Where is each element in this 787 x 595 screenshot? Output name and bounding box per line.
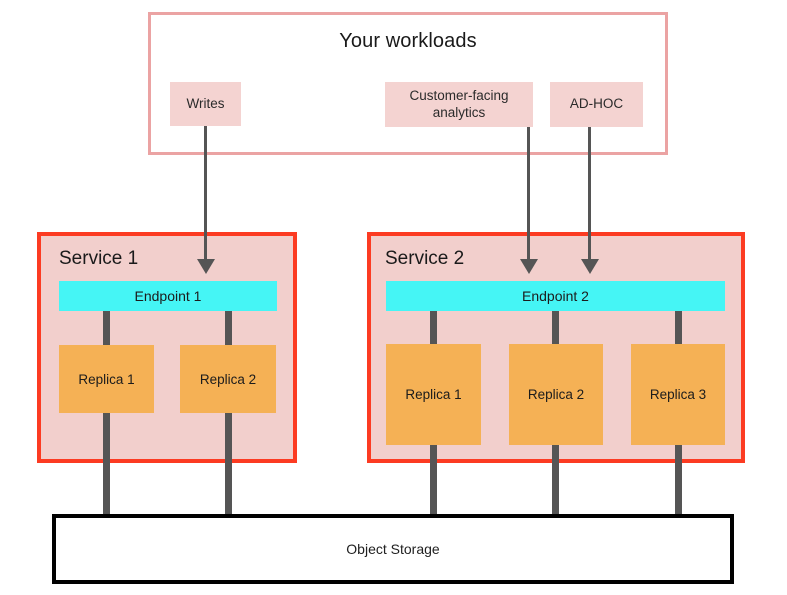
service-1-replica-1[interactable]: Replica 1 (59, 345, 154, 413)
workload-chip-customer-facing-analytics[interactable]: Customer-facing analytics (385, 82, 533, 127)
connector-s2-replica1-storage (430, 443, 437, 516)
connector-s2-replica2-storage (552, 443, 559, 516)
connector-endpoint2-replica3 (675, 311, 682, 346)
connector-endpoint1-replica1 (103, 311, 110, 347)
workloads-title: Your workloads (339, 30, 477, 52)
connector-s1-replica1-storage (103, 411, 110, 516)
service-1-replica-2[interactable]: Replica 2 (180, 345, 276, 413)
service-2-replica-1[interactable]: Replica 1 (386, 344, 481, 445)
connector-endpoint2-replica1 (430, 311, 437, 346)
arrow-line-writes (204, 126, 207, 259)
connector-s2-replica3-storage (675, 443, 682, 516)
workload-chip-adhoc[interactable]: AD-HOC (550, 82, 643, 127)
arrow-head-customer-facing-analytics (520, 259, 538, 274)
arrow-line-adhoc (588, 127, 591, 259)
service-1-title: Service 1 (59, 248, 139, 269)
endpoint-1[interactable]: Endpoint 1 (59, 281, 277, 311)
arrow-head-adhoc (581, 259, 599, 274)
arrow-line-customer-facing-analytics (527, 127, 530, 259)
service-2-replica-3[interactable]: Replica 3 (631, 344, 725, 445)
connector-endpoint2-replica2 (552, 311, 559, 346)
service-2-replica-2[interactable]: Replica 2 (509, 344, 603, 445)
arrow-head-writes (197, 259, 215, 274)
object-storage-box[interactable]: Object Storage (52, 514, 734, 584)
endpoint-2[interactable]: Endpoint 2 (386, 281, 725, 311)
workload-chip-writes[interactable]: Writes (170, 82, 241, 126)
connector-endpoint1-replica2 (225, 311, 232, 347)
connector-s1-replica2-storage (225, 411, 232, 516)
service-2-title: Service 2 (385, 248, 465, 269)
